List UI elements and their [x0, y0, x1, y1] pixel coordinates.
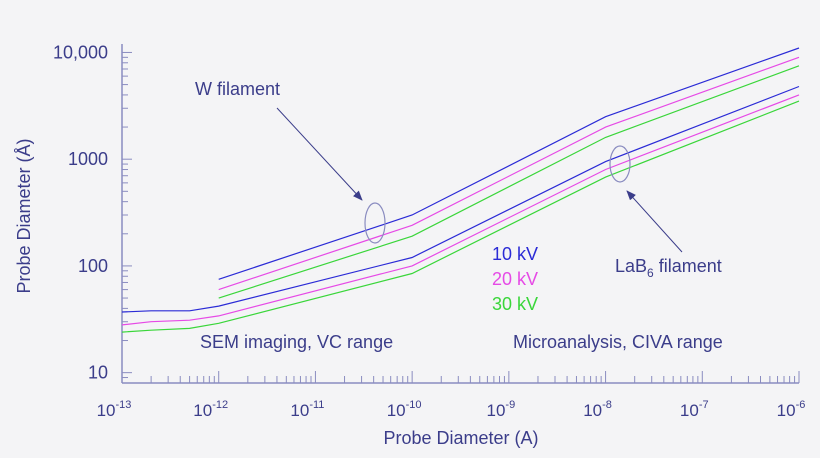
y-tick-label: 1000 — [68, 149, 108, 169]
x-tick-label: 10-8 — [583, 399, 612, 420]
x-tick-label: 10-6 — [777, 399, 806, 420]
y-tick-label: 10 — [88, 363, 108, 383]
legend-item: 10 kV — [492, 244, 538, 264]
series-line-lab6-10kv — [121, 85, 800, 313]
series-line-w-20kv — [218, 56, 800, 291]
y-axis-ticks: 10 100 1000 10,000 — [53, 42, 132, 384]
w-filament-label: W filament — [195, 79, 280, 99]
series-line-w-10kv — [218, 47, 800, 280]
y-tick-label: 100 — [78, 256, 108, 276]
x-axis-title: Probe Diameter (A) — [383, 428, 538, 448]
series-line-lab6-30kv — [121, 100, 800, 333]
lab6-filament-ellipse — [609, 145, 631, 183]
y-tick-label: 10,000 — [53, 42, 108, 62]
x-tick-label: 10-12 — [193, 399, 228, 420]
microanalysis-range-label: Microanalysis, CIVA range — [513, 332, 723, 352]
x-tick-label: 10-7 — [680, 399, 709, 420]
sem-range-label: SEM imaging, VC range — [200, 332, 393, 352]
series-line-w-30kv — [218, 65, 800, 299]
x-tick-label: 10-11 — [290, 399, 324, 420]
legend-item: 20 kV — [492, 269, 538, 289]
series-lines — [121, 47, 800, 333]
x-tick-label: 10-9 — [487, 399, 516, 420]
lab6-filament-label: LaB6 filament — [615, 256, 722, 280]
y-axis-title: Probe Diameter (Å) — [14, 138, 34, 293]
w-filament-arrow — [276, 107, 363, 201]
axes — [121, 44, 799, 384]
lab6-filament-arrow — [626, 190, 683, 253]
x-tick-label: 10-10 — [387, 399, 422, 420]
w-filament-ellipse — [364, 202, 386, 244]
x-tick-label: 10-13 — [97, 399, 132, 420]
series-line-lab6-20kv — [121, 94, 800, 326]
x-axis-ticks: 10-13 10-12 10-11 10-10 10-9 10-8 10-7 10-6 — [97, 371, 806, 420]
legend-item: 30 kV — [492, 294, 538, 314]
legend: 10 kV 20 kV 30 kV — [492, 244, 538, 314]
